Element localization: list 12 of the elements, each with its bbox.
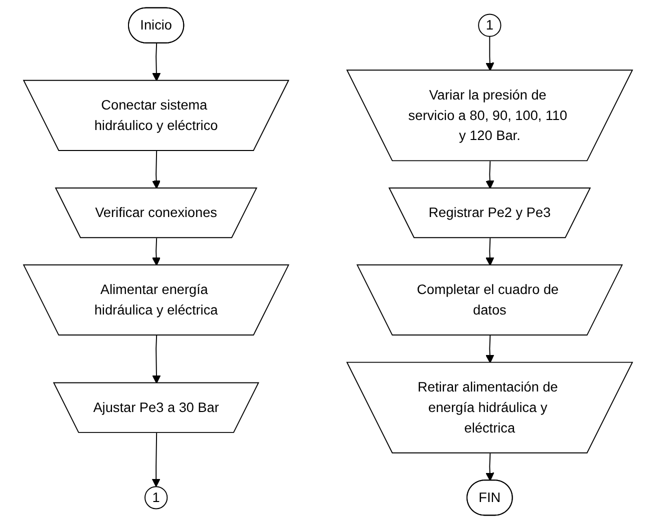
arrow [152, 150, 161, 189]
arrow [152, 432, 160, 487]
arrow [486, 335, 494, 364]
arrow [152, 335, 161, 384]
arrow [486, 160, 494, 189]
arrow [486, 238, 494, 266]
arrow [486, 452, 494, 482]
node-circle: 1 [144, 486, 168, 510]
node-circle: 1 [478, 14, 502, 37]
arrow [152, 238, 161, 266]
arrow [152, 42, 161, 82]
arrow [486, 36, 494, 71]
